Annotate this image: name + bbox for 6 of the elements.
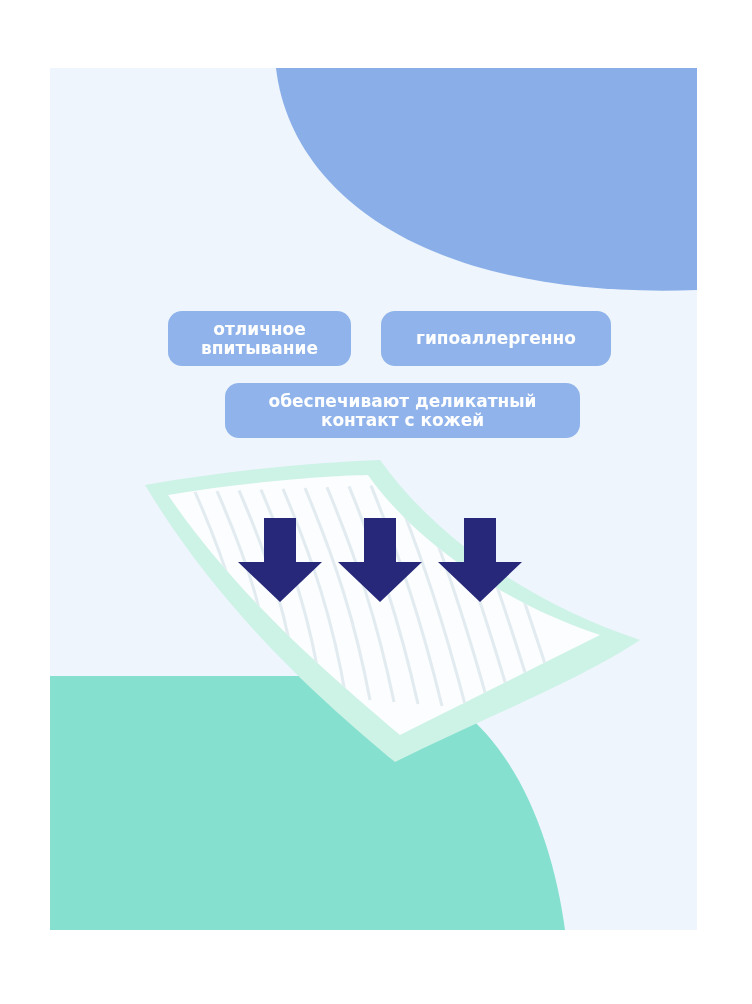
feature-text: отличное впитывание xyxy=(199,319,320,358)
feature-badge xyxy=(225,383,580,438)
feature-text: обеспечивают деликатный контакт с кожей xyxy=(267,391,538,430)
feature-text: гипоаллергенно xyxy=(416,329,576,348)
feature-badge xyxy=(168,311,351,366)
feature-badge xyxy=(381,311,611,366)
